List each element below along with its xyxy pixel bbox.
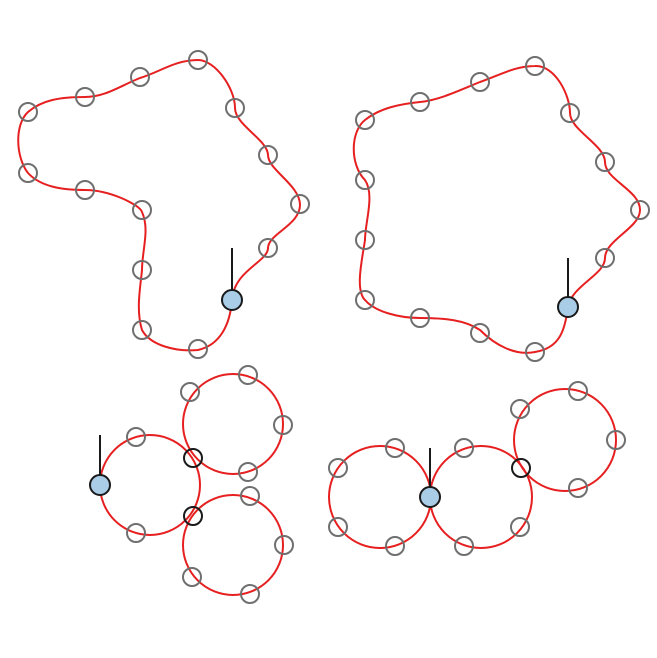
node bbox=[130, 67, 150, 87]
panel-bottom-left bbox=[89, 365, 294, 604]
node bbox=[355, 230, 375, 250]
node bbox=[525, 56, 545, 76]
node bbox=[75, 180, 95, 200]
start-node bbox=[89, 474, 111, 496]
ring-top bbox=[182, 373, 284, 475]
node bbox=[470, 323, 490, 343]
node bbox=[355, 170, 375, 190]
node bbox=[126, 427, 146, 447]
node bbox=[132, 200, 152, 220]
node bbox=[238, 462, 258, 482]
junction-node bbox=[183, 506, 203, 526]
node bbox=[132, 320, 152, 340]
node-group bbox=[126, 365, 294, 604]
node bbox=[126, 523, 146, 543]
node bbox=[188, 50, 208, 70]
ring-right bbox=[513, 388, 617, 492]
node bbox=[385, 536, 405, 556]
node bbox=[385, 438, 405, 458]
node bbox=[328, 517, 348, 537]
node-group bbox=[18, 50, 310, 359]
loop-curve bbox=[352, 64, 642, 354]
junction-node bbox=[511, 458, 531, 478]
start-node bbox=[557, 296, 579, 318]
node bbox=[188, 339, 208, 359]
node bbox=[568, 478, 588, 498]
node bbox=[75, 87, 95, 107]
node bbox=[355, 290, 375, 310]
node-group bbox=[355, 56, 650, 362]
node bbox=[595, 152, 615, 172]
node bbox=[132, 260, 152, 280]
panel-bottom-right bbox=[328, 381, 626, 556]
node-group bbox=[328, 381, 626, 556]
node bbox=[225, 98, 245, 118]
node bbox=[525, 342, 545, 362]
node bbox=[630, 200, 650, 220]
node bbox=[18, 163, 38, 183]
node bbox=[240, 486, 260, 506]
node bbox=[290, 194, 310, 214]
junction-node bbox=[183, 448, 203, 468]
node bbox=[410, 92, 430, 112]
node bbox=[454, 438, 474, 458]
node bbox=[470, 72, 490, 92]
start-node bbox=[221, 289, 243, 311]
node bbox=[258, 145, 278, 165]
node bbox=[328, 458, 348, 478]
node bbox=[238, 365, 258, 385]
ring-bottom bbox=[182, 494, 284, 596]
panel-top-right bbox=[352, 56, 650, 362]
node bbox=[410, 308, 430, 328]
node bbox=[240, 584, 260, 604]
node bbox=[355, 110, 375, 130]
ring-middle bbox=[429, 445, 533, 549]
node bbox=[606, 430, 626, 450]
node bbox=[180, 382, 200, 402]
node bbox=[18, 102, 38, 122]
panel-top-left bbox=[17, 50, 310, 359]
start-node bbox=[419, 486, 441, 508]
node bbox=[274, 535, 294, 555]
node bbox=[560, 103, 580, 123]
node bbox=[273, 415, 293, 435]
node bbox=[182, 567, 202, 587]
loop-curve bbox=[17, 58, 302, 352]
node bbox=[510, 399, 530, 419]
node bbox=[454, 536, 474, 556]
node bbox=[595, 248, 615, 268]
node bbox=[258, 238, 278, 258]
node bbox=[510, 517, 530, 537]
node bbox=[568, 381, 588, 401]
